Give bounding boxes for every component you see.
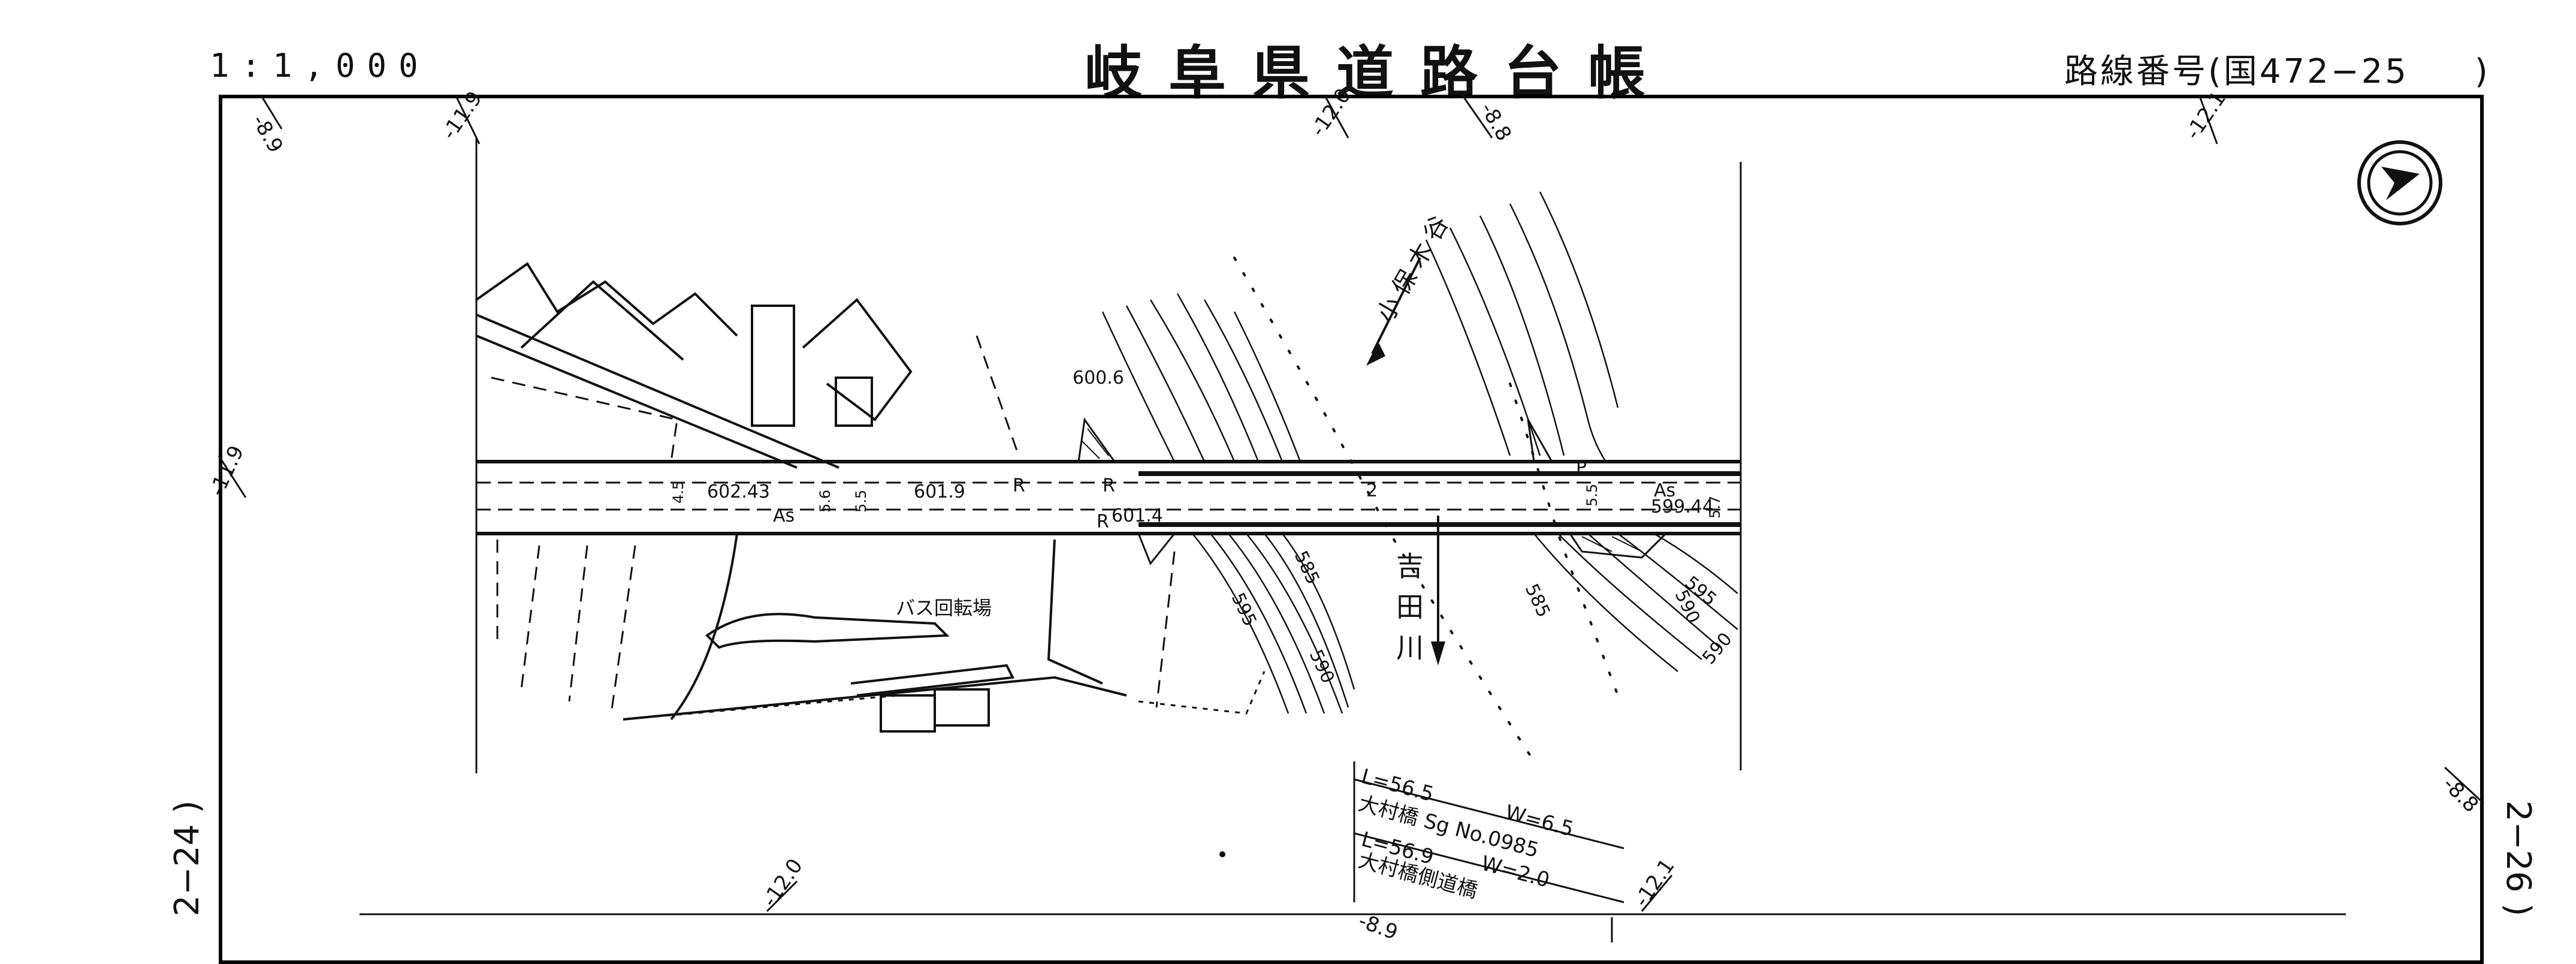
elevation-label: 601.4 — [1112, 505, 1163, 526]
route-number: 路線番号(国472−25) — [2064, 44, 2490, 93]
grid-label: -8.8 — [2438, 772, 2483, 817]
river-name-label: 吉田川 — [1392, 552, 1424, 674]
width-dimension: 5.5 — [853, 490, 869, 513]
grid-label: -12.1 — [1630, 854, 1680, 911]
width-dimension: 4.5 — [670, 481, 687, 504]
elevation-label: 602.43 — [707, 481, 770, 502]
grid-label: -11.9 — [437, 87, 487, 144]
road-plan-map: -8.9 -11.9 -12.0 -8.8 -12.1 -11.9 -12.0 … — [205, 84, 2485, 942]
road-mark: As — [1654, 480, 1675, 501]
contour-label: 595 — [1227, 590, 1261, 630]
elevation-label: 600.6 — [1073, 367, 1124, 388]
contour-label: 585 — [1521, 581, 1554, 621]
road-mark: As — [773, 505, 795, 526]
contour-label: 585 — [1290, 548, 1324, 588]
grid-label: -12.1 — [2181, 87, 2231, 144]
grid-label: -12.0 — [758, 854, 808, 911]
scale-label: 1:1,000 — [210, 47, 430, 85]
route-number-close: ) — [2474, 52, 2490, 91]
width-dimension: 5.7 — [1707, 496, 1723, 519]
adjacent-sheet-right: 2−26 ) — [2499, 800, 2538, 917]
north-arrow-icon — [2357, 140, 2442, 225]
grid-label: -8.9 — [247, 111, 288, 157]
sidewalk-bridge-width: W=2.0 — [1479, 851, 1553, 893]
road-mark: P — [1576, 457, 1587, 478]
bus-turnaround-label: バス回転場 — [896, 597, 992, 619]
stream-name-label: 小保木谷 — [1372, 205, 1458, 327]
road-mark: R — [1103, 475, 1115, 496]
elevation-label: 599.44 — [1651, 496, 1714, 517]
width-dimension: 5.5 — [1584, 484, 1600, 507]
road-mark: R — [1013, 475, 1025, 496]
road-mark: R — [1097, 511, 1109, 532]
width-dimension: 5.6 — [817, 490, 833, 513]
contour-label: 590 — [1305, 647, 1339, 687]
route-number-label: 路線番号(国472−25 — [2064, 52, 2409, 91]
elevation-label: 601.9 — [914, 481, 965, 502]
road-mark: 2 — [1366, 480, 1378, 501]
grid-label: -12.0 — [1306, 84, 1356, 141]
